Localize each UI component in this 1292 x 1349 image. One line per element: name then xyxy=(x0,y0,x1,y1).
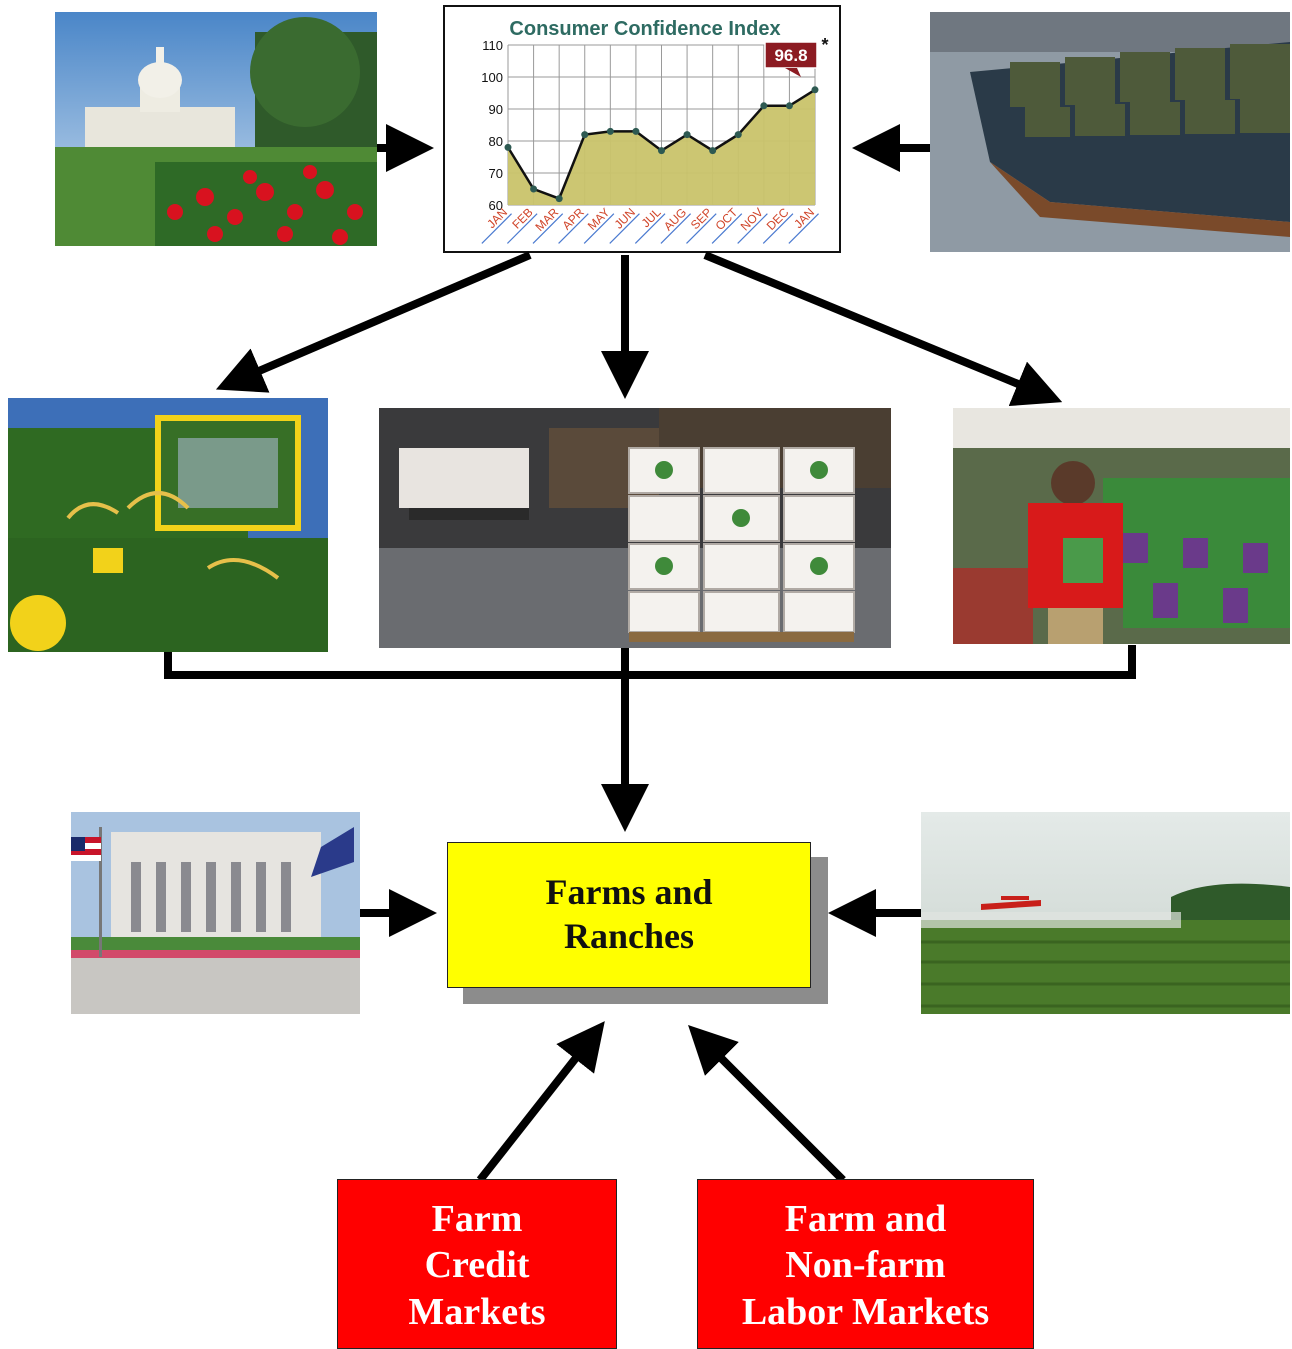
consumer-confidence-chart: Consumer Confidence Index 60 70 80 90 100 110… xyxy=(443,5,841,253)
crop-duster-field-photo xyxy=(921,812,1290,1014)
labor-markets-box: Farm and Non-farm Labor Markets xyxy=(697,1179,1034,1349)
x-tick-underline xyxy=(583,213,615,244)
arrow-credit-to-farms xyxy=(476,1021,605,1183)
data-point xyxy=(504,143,512,151)
value-callout: 96.8 * xyxy=(764,35,829,77)
x-tick-underline xyxy=(686,213,717,244)
chart-title: Consumer Confidence Index xyxy=(509,18,780,40)
y-axis-ticks: 60 70 80 90 100 110 xyxy=(481,38,503,213)
x-tick-underline xyxy=(762,213,794,244)
farms-box-line2: Ranches xyxy=(563,916,694,956)
x-tick-underline xyxy=(711,213,743,244)
x-tick-underline xyxy=(660,213,692,244)
data-point xyxy=(760,102,768,110)
labor-box-line3: Labor Markets xyxy=(741,1290,990,1333)
credit-box-line1: Farm xyxy=(431,1198,523,1240)
arrow-chart-to-tractor xyxy=(215,251,532,393)
x-tick-underline xyxy=(788,213,819,244)
usda-building-photo xyxy=(71,812,360,1014)
farm-credit-markets-box: Farm Credit Markets xyxy=(337,1179,617,1349)
grocery-shopper-photo xyxy=(953,408,1290,644)
arrow-chart-to-shopper xyxy=(703,251,1063,407)
x-tick-underline xyxy=(609,213,640,244)
y-tick-label: 110 xyxy=(482,38,503,53)
capitol-building-photo xyxy=(55,12,377,246)
data-point xyxy=(734,131,742,139)
footnote-mark: * xyxy=(821,35,828,55)
y-tick-label: 70 xyxy=(489,166,503,181)
x-tick-underline xyxy=(481,213,512,244)
labor-box-line1: Farm and xyxy=(784,1198,947,1240)
x-tick-underline xyxy=(634,213,666,244)
credit-box-line3: Markets xyxy=(408,1290,546,1333)
labor-box-line2: Non-farm xyxy=(785,1244,946,1287)
farms-and-ranches-box: Farms and Ranches xyxy=(447,842,811,988)
data-point xyxy=(709,147,717,155)
data-point xyxy=(785,102,793,110)
x-tick-underline xyxy=(558,213,589,244)
data-point xyxy=(811,86,819,94)
y-tick-label: 60 xyxy=(489,198,503,213)
arrow-labor-to-farms xyxy=(688,1025,846,1183)
data-point xyxy=(606,127,614,135)
data-point xyxy=(632,127,640,135)
x-tick-underline xyxy=(532,213,564,244)
y-tick-label: 100 xyxy=(481,70,503,85)
credit-box-line2: Credit xyxy=(424,1244,530,1287)
chart-plot xyxy=(504,86,819,205)
data-point xyxy=(555,195,563,203)
data-point xyxy=(530,185,538,193)
area-fill xyxy=(508,89,815,205)
x-tick-underline xyxy=(737,213,768,244)
connector-bracket xyxy=(164,645,1136,679)
y-tick-label: 80 xyxy=(489,134,503,149)
cargo-ship-photo xyxy=(930,12,1290,252)
x-tick-underline xyxy=(506,213,538,244)
data-point xyxy=(581,131,589,139)
data-point xyxy=(658,147,665,155)
data-point xyxy=(683,131,691,139)
callout-value: 96.8 xyxy=(774,46,807,65)
produce-pallets-photo xyxy=(379,408,891,648)
combine-harvester-photo xyxy=(8,398,328,652)
farms-box-line1: Farms and xyxy=(545,872,713,913)
y-tick-label: 90 xyxy=(489,102,503,117)
